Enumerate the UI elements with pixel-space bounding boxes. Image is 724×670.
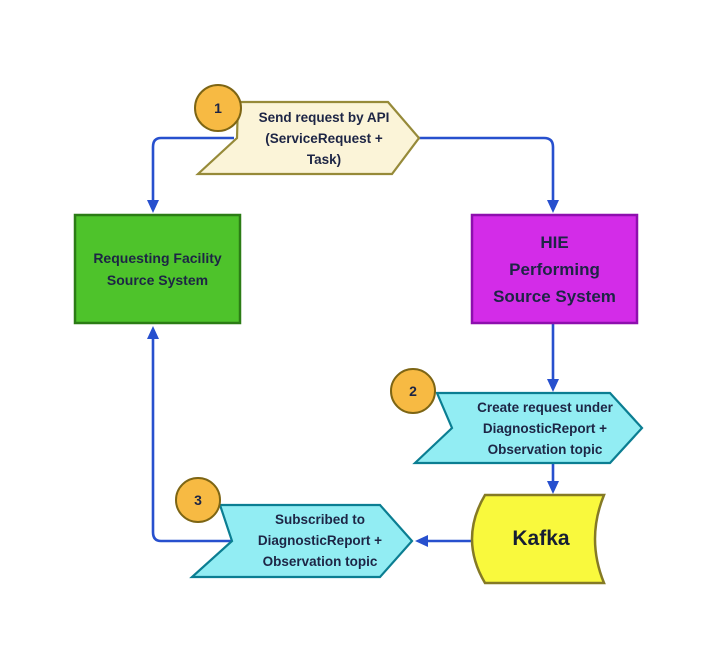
- node-hie-performing: [470, 213, 639, 325]
- step2-badge: 2: [390, 368, 436, 414]
- connector-step1-to-hie: [419, 136, 555, 201]
- step1-badge-number: 1: [214, 100, 222, 116]
- arrowhead-into-hie-top: [547, 200, 559, 213]
- node-requesting-facility: [73, 213, 242, 325]
- arrowhead-into-step3-tip: [415, 535, 428, 547]
- step2-banner-shape: [412, 391, 644, 465]
- step1-badge: 1: [194, 84, 242, 132]
- connector-step1-to-requesting: [151, 136, 234, 201]
- step3-badge-number: 3: [194, 492, 202, 508]
- step3-badge: 3: [175, 477, 221, 523]
- arrowhead-into-step2-top: [547, 379, 559, 392]
- arrowhead-into-requesting-bottom: [147, 326, 159, 339]
- node-kafka-shape: [470, 493, 606, 585]
- step3-banner-shape: [189, 503, 414, 579]
- step2-badge-number: 2: [409, 383, 417, 399]
- arrowhead-into-kafka-top: [547, 481, 559, 494]
- step1-banner-shape: [195, 100, 421, 176]
- connector-step3-to-requesting: [151, 338, 232, 543]
- arrowhead-into-requesting-top: [147, 200, 159, 213]
